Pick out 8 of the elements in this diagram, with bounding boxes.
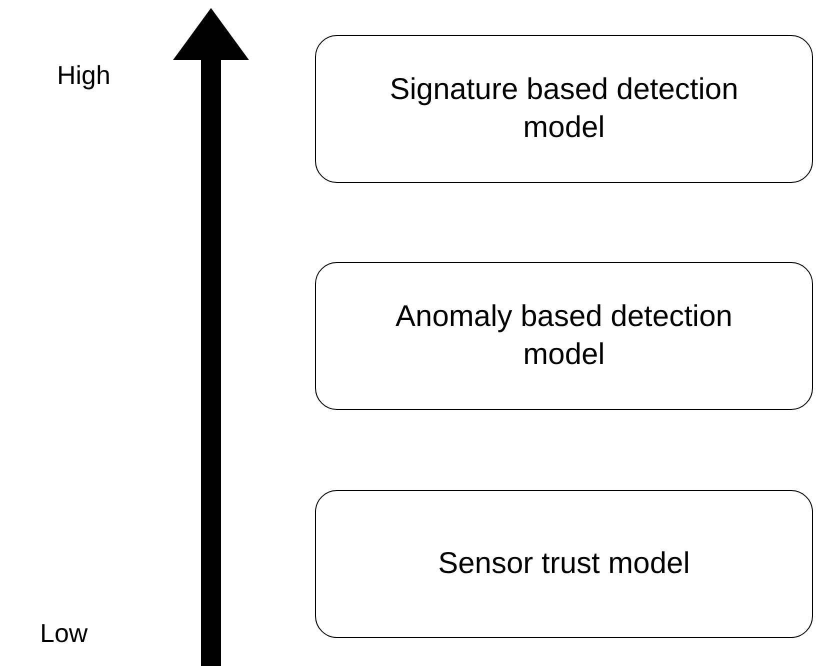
model-box — [315, 262, 813, 410]
scale-label: Low — [40, 618, 88, 649]
model-box — [315, 490, 813, 638]
box-text: Anomaly based detection model — [394, 299, 734, 373]
box-text: Signature based detection model — [388, 72, 740, 146]
scale-label: High — [57, 60, 110, 91]
box-text: Sensor trust model — [437, 546, 691, 582]
model-box — [315, 35, 813, 183]
